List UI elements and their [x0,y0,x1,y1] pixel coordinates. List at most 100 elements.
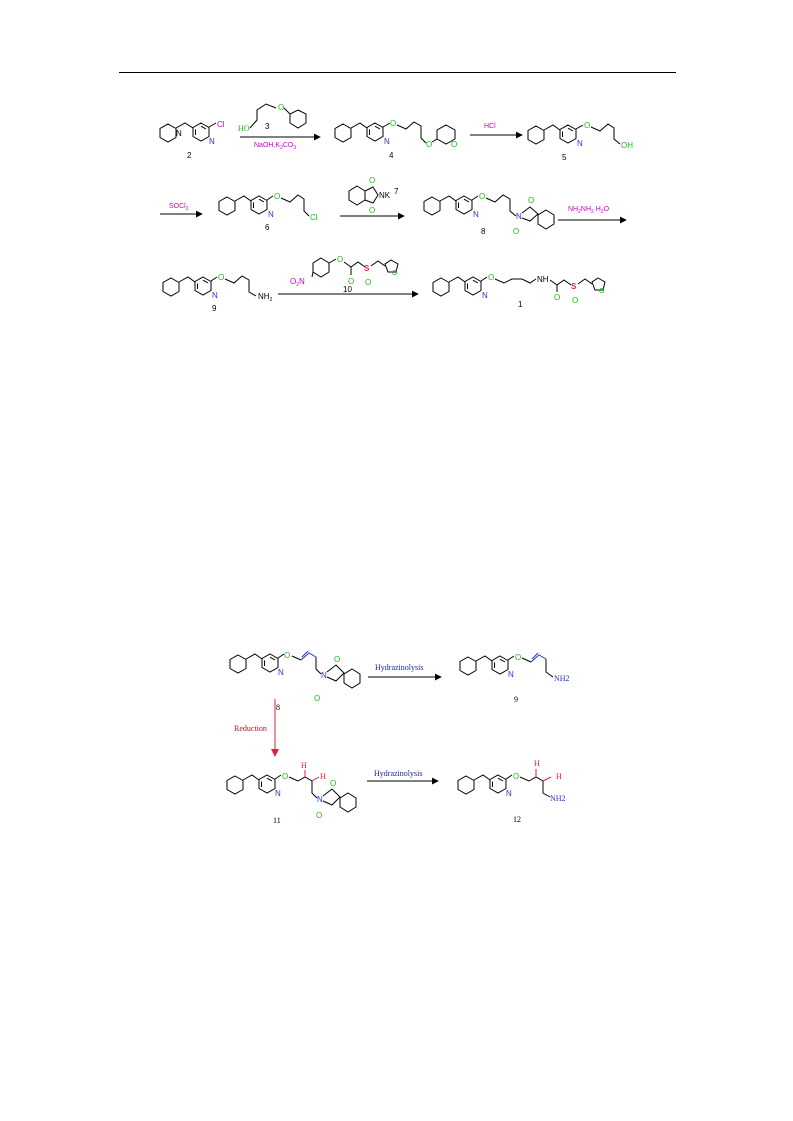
atom-o: O [369,206,375,215]
atom-o: O [369,176,375,185]
atom-s: S [364,264,370,273]
compound-label-8: 8 [276,703,280,712]
atom-o: O [274,192,280,201]
compound-4: N O O O 4 [334,119,457,160]
pyridine-n: N [473,210,479,219]
reagent-3: HO O 3 [238,103,307,133]
atom-cl: Cl [217,120,225,129]
reagent-step1: NaOH,K2CO3 [254,142,296,151]
compound-label-7: 7 [394,187,399,196]
scheme2-compound-12: N O H H NH2 12 [457,759,566,824]
compound-9-top: N O NH2 9 [162,273,273,313]
compound-label-9: 9 [212,304,217,313]
atom-n: N [176,129,182,138]
atom-o: O [316,811,322,820]
compound-5: N O OH 5 [527,121,633,162]
pyridine-n: N [268,210,274,219]
atom-nh2: NH2 [258,292,273,303]
atom-o: O [426,140,432,149]
atom-o: O [314,694,320,703]
atom-o: O [334,655,340,664]
pyridine-n: N [506,789,512,798]
pyridine-n: N [278,668,284,677]
scheme2-compound-8: N O N O O 8 [229,650,361,712]
compound-label-1: 1 [518,300,523,309]
compound-label-5: 5 [562,153,567,162]
atom-n: N [321,671,327,680]
atom-s: S [571,282,577,291]
reagent-hydrazinolysis-bottom: Hydrazinolysis [374,769,422,778]
compound-label-10: 10 [343,285,352,294]
ring-o: O [451,140,457,149]
pyridine-n: N [577,139,583,148]
atom-o: O [348,277,354,286]
compound-label-2: 2 [187,151,192,160]
atom-nh2: NH2 [550,794,566,803]
compound-label-11: 11 [273,816,281,825]
atom-o: O [479,192,485,201]
arrow-step5: NH2NH2 H2O [558,206,627,224]
reagent-10: O2N O O S O O 10 [290,255,399,294]
compound-label-3: 3 [265,122,270,131]
atom-o: O [513,227,519,236]
compound-label-12: 12 [513,815,521,824]
atom-o: O [218,273,224,282]
compound-1: N O NH O S O O 1 [432,273,606,309]
reagent-7: O O NK 7 [348,176,399,215]
atom-nk: NK [379,191,391,200]
atom-o: O [572,296,578,305]
atom-n: N [317,795,323,804]
pyridine-n: N [384,137,390,146]
atom-h: H [320,772,326,781]
atom-o: O [515,653,521,662]
atom-o: O [390,119,396,128]
header-rule [119,72,676,73]
atom-o: O [554,293,560,302]
atom-cl: Cl [310,213,318,222]
atom-h: H [556,772,562,781]
compound-label-9: 9 [514,695,518,704]
compound-8-top: N O N O O 8 [423,192,555,236]
furan-o: O [392,270,398,277]
compound-label-4: 4 [389,151,394,160]
reagent-step5: NH2NH2 H2O [568,206,610,215]
atom-o: O [584,121,590,130]
reagent-step2: HCl [484,123,496,130]
scheme2-compound-9: N O NH2 9 [459,652,570,704]
atom-o: O [365,278,371,287]
compound-label-6: 6 [265,223,270,232]
atom-o: O [330,779,336,788]
atom-oh: OH [621,141,633,150]
atom-n: N [516,212,522,221]
arrow-reduction: Reduction [234,699,279,757]
pyridine-n: N [275,789,281,798]
compound-6: N O Cl 6 [218,192,318,232]
atom-o: O [278,103,284,112]
scheme2-compound-11: N O H H N O O 11 [226,761,357,825]
arrow-step3: SOCl2 [160,203,203,218]
arrow-hydrazinolysis-bottom: Hydrazinolysis [367,769,439,785]
pyridine-n: N [212,291,218,300]
atom-o: O [513,772,519,781]
arrow-hydrazinolysis-top: Hydrazinolysis [368,663,442,681]
atom-o: O [282,772,288,781]
arrow-step2: HCl [470,123,523,139]
atom-o: O [528,196,534,205]
reagent-reduction: Reduction [234,724,267,733]
furan-o: O [599,288,605,295]
reagent-step3: SOCl2 [169,203,189,212]
atom-h: H [301,761,307,770]
atom-nh2: NH2 [554,674,570,683]
reagent-hydrazinolysis-top: Hydrazinolysis [375,663,423,672]
atom-nh: NH [537,275,549,284]
arrow-step1: NaOH,K2CO3 [240,133,321,151]
atom-o: O [337,255,343,264]
pyridine-n: N [508,670,514,679]
atom-o: O [284,651,290,660]
atom-o2n: O2N [290,277,305,288]
pyridine-n: N [209,137,215,146]
compound-2: N N Cl 2 [159,120,225,160]
atom-h: H [534,759,540,768]
